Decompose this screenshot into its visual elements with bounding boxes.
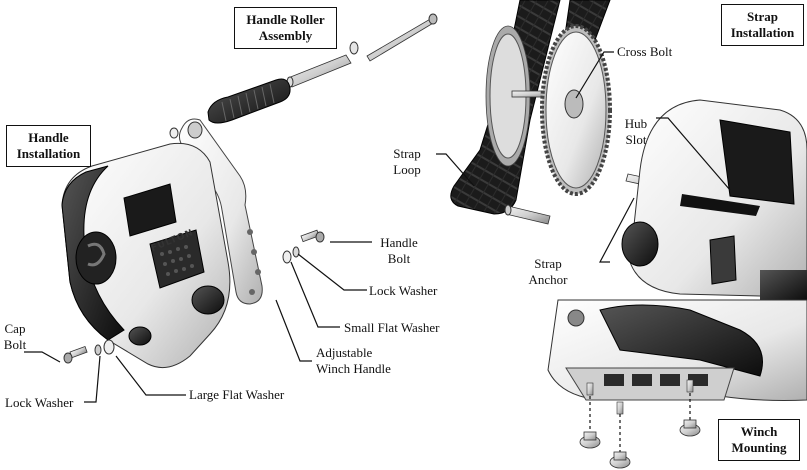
leader-lines [24, 51, 731, 403]
small-flat-washer-label: Small Flat Washer [344, 320, 440, 335]
lock-washer-left-label: Lock Washer [5, 395, 74, 410]
winch-body [61, 142, 231, 369]
cross-bolt-label: Cross Bolt [617, 44, 673, 59]
strap-parts [450, 0, 675, 225]
lock-washer-right-label: Lock Washer [369, 283, 438, 298]
winch-housing-right [621, 99, 807, 300]
handle-bolt-parts [282, 229, 325, 264]
cap-bolt-parts [63, 339, 115, 364]
handle-roller-parts [169, 13, 438, 305]
large-flat-washer-label: Large Flat Washer [189, 387, 285, 402]
winch-mounting-parts [547, 299, 807, 469]
